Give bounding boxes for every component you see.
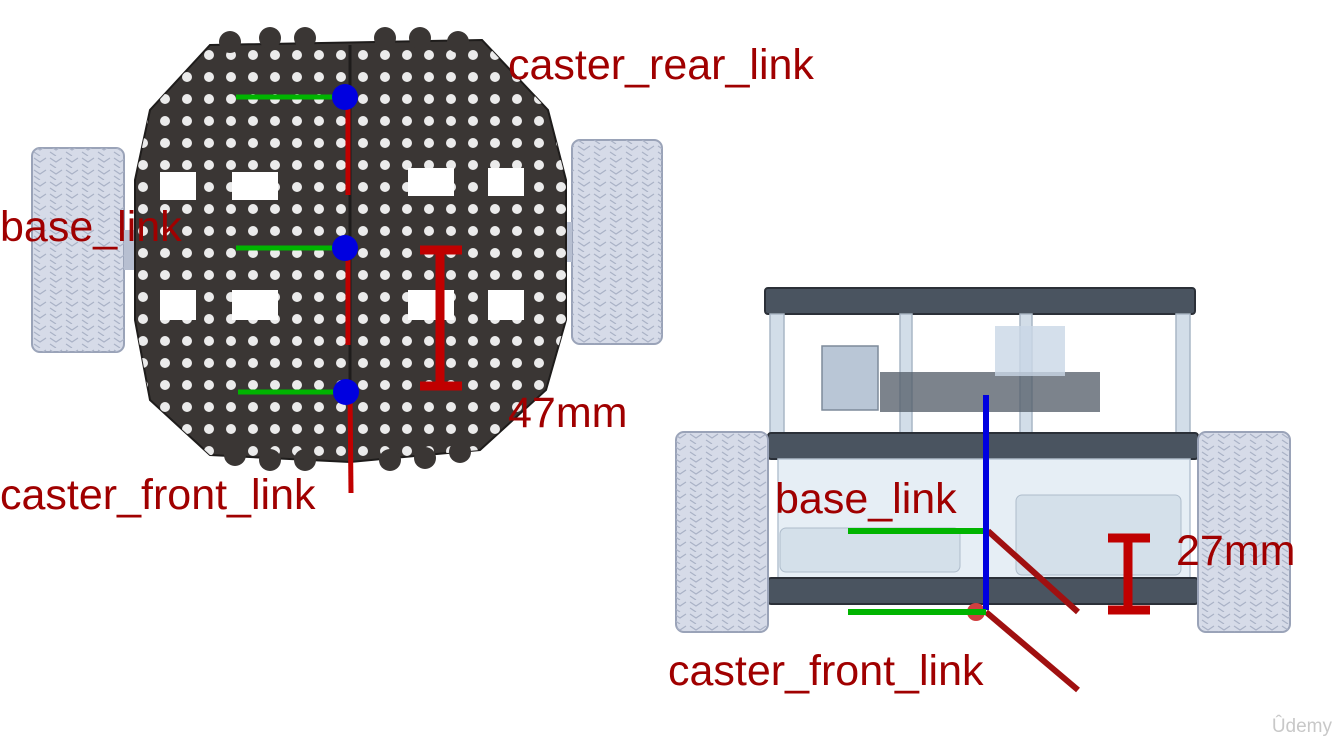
top-caster-rear-label: caster_rear_link bbox=[508, 41, 814, 89]
side-base-label: base_link bbox=[775, 475, 957, 523]
side-dimension-label: 27mm bbox=[1176, 527, 1296, 575]
top-base-frame bbox=[236, 235, 358, 345]
top-dimension-marker bbox=[420, 245, 462, 391]
top-base-label: base_link bbox=[0, 203, 182, 251]
side-top-plate bbox=[764, 287, 1196, 315]
side-electronics bbox=[821, 326, 1100, 412]
top-right-wheel bbox=[558, 139, 663, 345]
side-left-wheel bbox=[675, 431, 769, 633]
top-caster-front-label: caster_front_link bbox=[0, 471, 316, 519]
side-view bbox=[675, 287, 1291, 693]
udemy-watermark: Ûdemy bbox=[1271, 716, 1332, 737]
side-caster-front-frame bbox=[848, 609, 1080, 693]
top-view bbox=[31, 27, 663, 494]
top-caster-front-frame bbox=[238, 379, 359, 494]
top-left-wheel bbox=[31, 147, 138, 353]
side-base-frame bbox=[848, 395, 1081, 615]
top-caster-rear-frame bbox=[236, 84, 358, 195]
top-dimension-label: 47mm bbox=[508, 389, 628, 437]
side-caster-front-label: caster_front_link bbox=[668, 647, 984, 695]
side-dimension-marker bbox=[1108, 533, 1150, 615]
side-right-wheel bbox=[1197, 431, 1291, 633]
